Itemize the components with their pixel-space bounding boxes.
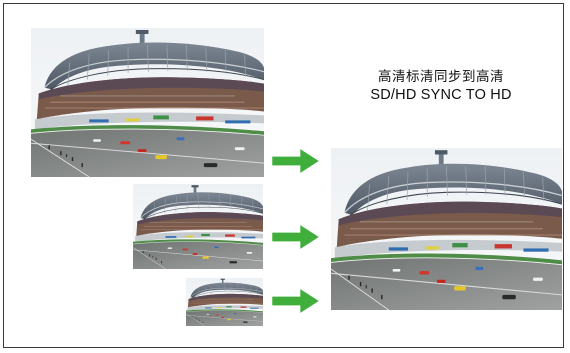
green-arrow-icon <box>270 288 322 314</box>
output-scene-hd <box>331 148 562 310</box>
input-scene-small <box>186 278 263 326</box>
green-arrow-icon <box>270 148 322 174</box>
caption-chinese: 高清标清同步到高清 <box>378 69 504 85</box>
caption-english: SD/HD SYNC TO HD <box>370 87 512 103</box>
caption: 高清标清同步到高清 SD/HD SYNC TO HD <box>356 69 526 104</box>
green-arrow-icon <box>270 224 322 250</box>
input-scene-large <box>31 28 264 177</box>
input-scene-medium <box>133 184 263 269</box>
